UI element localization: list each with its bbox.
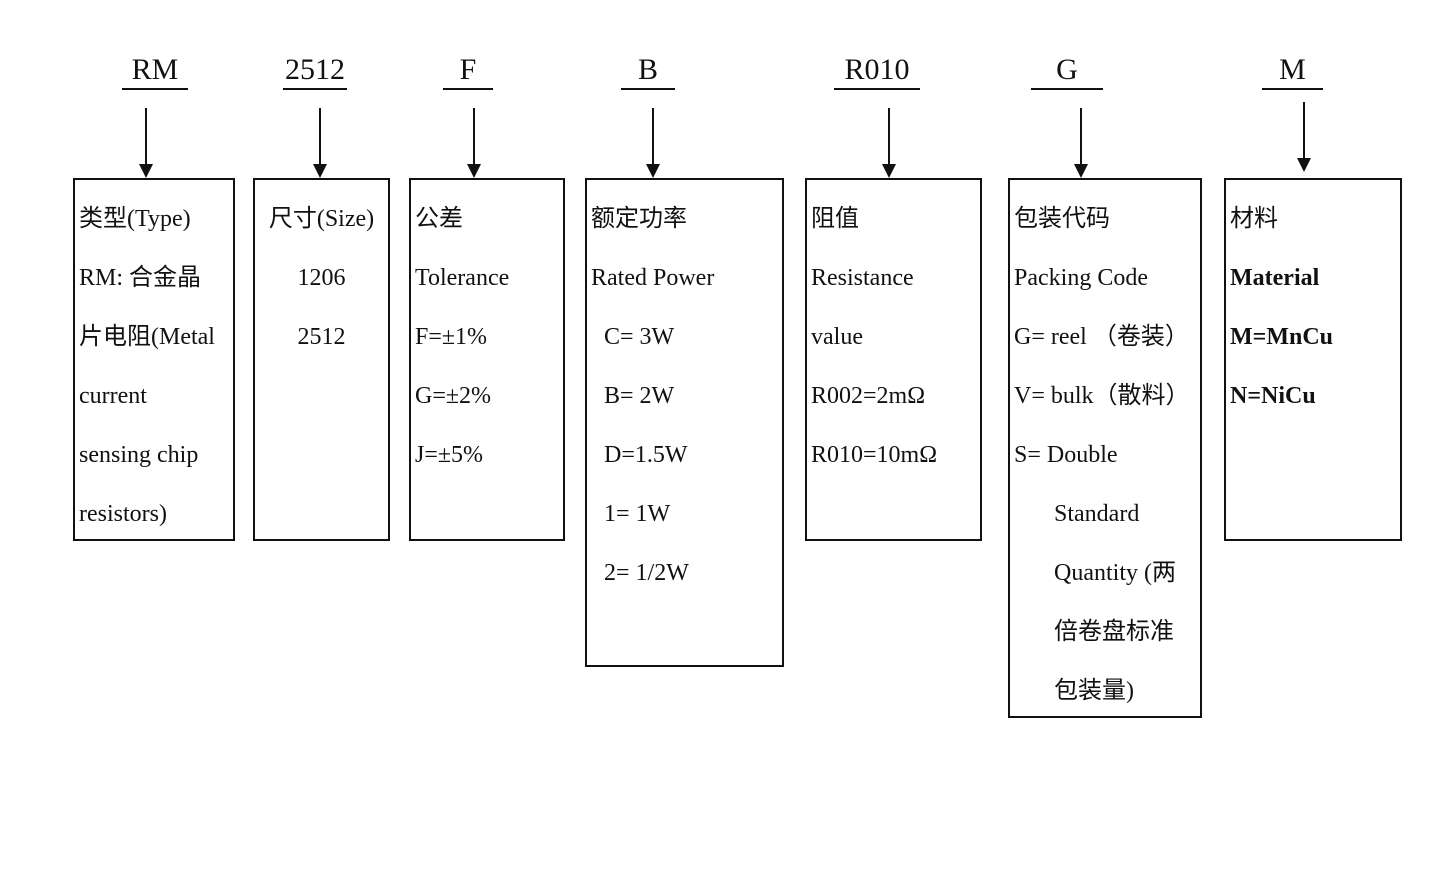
box-line: G= reel （卷装） (1014, 324, 1189, 350)
box-line: R010=10mΩ (811, 442, 938, 468)
box-line: 2512 (297, 324, 346, 350)
code-label-resistance: R010 (834, 52, 920, 90)
box-line: V= bulk（散料） (1014, 383, 1190, 409)
box-line: Material (1230, 265, 1320, 291)
code-label-type: RM (122, 52, 188, 90)
box-line: 包装代码 (1014, 206, 1110, 232)
box-line: C= 3W (604, 324, 675, 350)
box-resistance: 阻值 Resistance value R002=2mΩ R010=10mΩ (805, 178, 982, 541)
box-line: 2= 1/2W (604, 560, 689, 586)
box-line: 包装量) (1054, 678, 1134, 704)
box-line: Quantity (两 (1054, 560, 1176, 586)
box-line: Standard (1054, 501, 1140, 527)
box-line: current (79, 383, 147, 409)
box-line: N=NiCu (1230, 383, 1316, 409)
box-line: M=MnCu (1230, 324, 1334, 350)
box-line: G=±2% (415, 383, 492, 409)
box-line: Packing Code (1014, 265, 1148, 291)
box-line: F=±1% (415, 324, 488, 350)
box-type: 类型(Type) RM: 合金晶 片电阻(Metal current sensi… (73, 178, 235, 541)
box-line: R002=2mΩ (811, 383, 926, 409)
box-line: J=±5% (415, 442, 484, 468)
box-line: value (811, 324, 863, 350)
code-label-power: B (621, 52, 675, 90)
box-line: 类型(Type) (79, 206, 191, 232)
box-line: 1= 1W (604, 501, 671, 527)
box-line: Resistance (811, 265, 914, 291)
box-size: 尺寸(Size) 1206 2512 (253, 178, 390, 541)
box-line: S= Double (1014, 442, 1118, 468)
code-label-material: M (1262, 52, 1323, 90)
box-line: B= 2W (604, 383, 675, 409)
box-packing: 包装代码 Packing Code G= reel （卷装） V= bulk（散… (1008, 178, 1202, 718)
box-line: 片电阻(Metal (79, 324, 215, 350)
box-line: Rated Power (591, 265, 715, 291)
box-power: 额定功率 Rated Power C= 3W B= 2W D=1.5W 1= 1… (585, 178, 784, 667)
box-line: Tolerance (415, 265, 510, 291)
box-line: 额定功率 (591, 206, 687, 232)
box-line: D=1.5W (604, 442, 688, 468)
box-line: 1206 (297, 265, 346, 291)
box-tolerance: 公差 Tolerance F=±1% G=±2% J=±5% (409, 178, 565, 541)
box-line: 公差 (415, 206, 463, 232)
box-line: 材料 (1230, 206, 1278, 232)
box-line: sensing chip (79, 442, 199, 468)
code-label-size: 2512 (283, 52, 347, 90)
code-label-packing: G (1031, 52, 1103, 90)
box-line: resistors) (79, 501, 167, 527)
box-line: 倍卷盘标准 (1054, 619, 1174, 645)
box-material: 材料 Material M=MnCu N=NiCu (1224, 178, 1402, 541)
code-label-tolerance: F (443, 52, 493, 90)
box-line: RM: 合金晶 (79, 265, 202, 291)
box-line: 尺寸(Size) (268, 206, 375, 232)
box-line: 阻值 (811, 206, 859, 232)
